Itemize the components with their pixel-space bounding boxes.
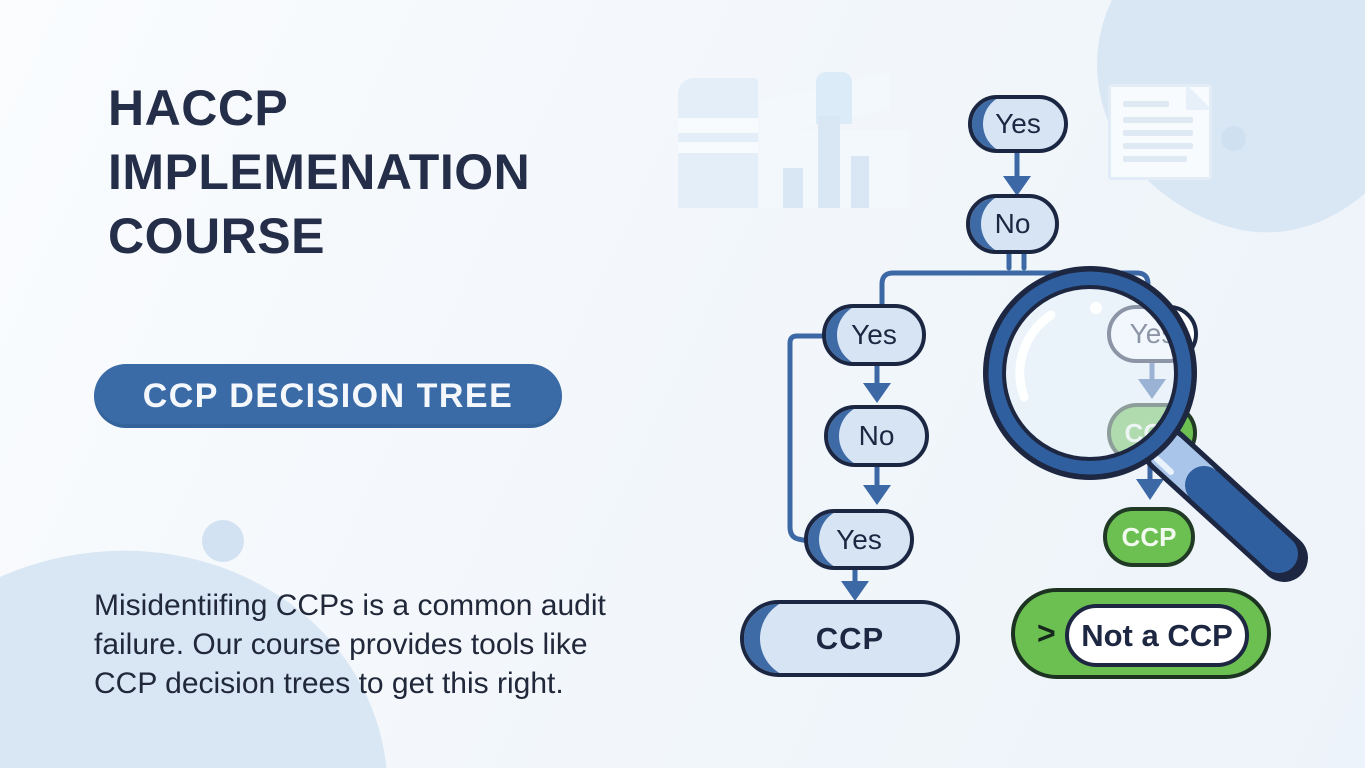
document-text-line <box>1123 117 1193 123</box>
node-left-no: No <box>824 405 929 467</box>
node-ccp-result: CCP <box>740 600 960 677</box>
decorative-dot-right <box>1221 126 1246 151</box>
factory-chart-bar <box>851 156 869 208</box>
arrowhead <box>1138 379 1166 399</box>
connector-branch-split <box>879 270 1151 309</box>
decorative-dot-left <box>202 520 244 562</box>
title-line-3: COURSE <box>108 208 325 264</box>
document-icon <box>1108 84 1212 180</box>
document-text-line <box>1123 101 1169 107</box>
arrowhead <box>841 581 869 601</box>
arrowhead <box>863 485 891 505</box>
arrowhead <box>863 383 891 403</box>
factory-stripe <box>678 118 758 133</box>
factory-chart-bar <box>783 168 803 208</box>
node-left-yes-1: Yes <box>822 304 926 366</box>
magnifier-handle <box>1185 466 1298 573</box>
magnifier-lens-glint <box>1090 302 1102 314</box>
page-title: HACCP IMPLEMENATION COURSE <box>108 76 530 268</box>
arrowhead <box>1136 479 1164 500</box>
title-line-1: HACCP <box>108 80 289 136</box>
title-line-2: IMPLEMENATION <box>108 144 531 200</box>
node-top-yes: Yes <box>968 95 1068 153</box>
node-right-yes: Yes <box>1107 305 1198 363</box>
document-text-line <box>1123 156 1187 162</box>
factory-stripe <box>678 142 758 153</box>
document-text-line <box>1123 143 1193 149</box>
factory-building-icon <box>678 71 910 210</box>
magnifier-lens-highlight <box>1015 310 1056 402</box>
node-top-no: No <box>966 194 1059 254</box>
factory-chimney <box>816 72 852 124</box>
ccp-decision-tree-badge: CCP DECISION TREE <box>94 364 562 428</box>
node-right-ccp-1: CCP <box>1107 403 1197 463</box>
arrowhead <box>1003 176 1031 196</box>
factory-chart-bar <box>818 116 840 208</box>
node-left-yes-2: Yes <box>804 509 914 570</box>
course-description: Misidentiifing CCPs is a common audit fa… <box>94 589 606 700</box>
connector-bypass <box>787 333 827 544</box>
document-text-line <box>1123 130 1193 136</box>
chevron-right-icon: > <box>1037 614 1056 651</box>
document-fold-corner <box>1186 84 1212 110</box>
node-not-a-ccp: > Not a CCP <box>1011 588 1271 679</box>
node-right-ccp-2: CCP <box>1103 507 1195 567</box>
badge-label: CCP DECISION TREE <box>142 376 514 415</box>
not-a-ccp-label: Not a CCP <box>1065 604 1249 667</box>
